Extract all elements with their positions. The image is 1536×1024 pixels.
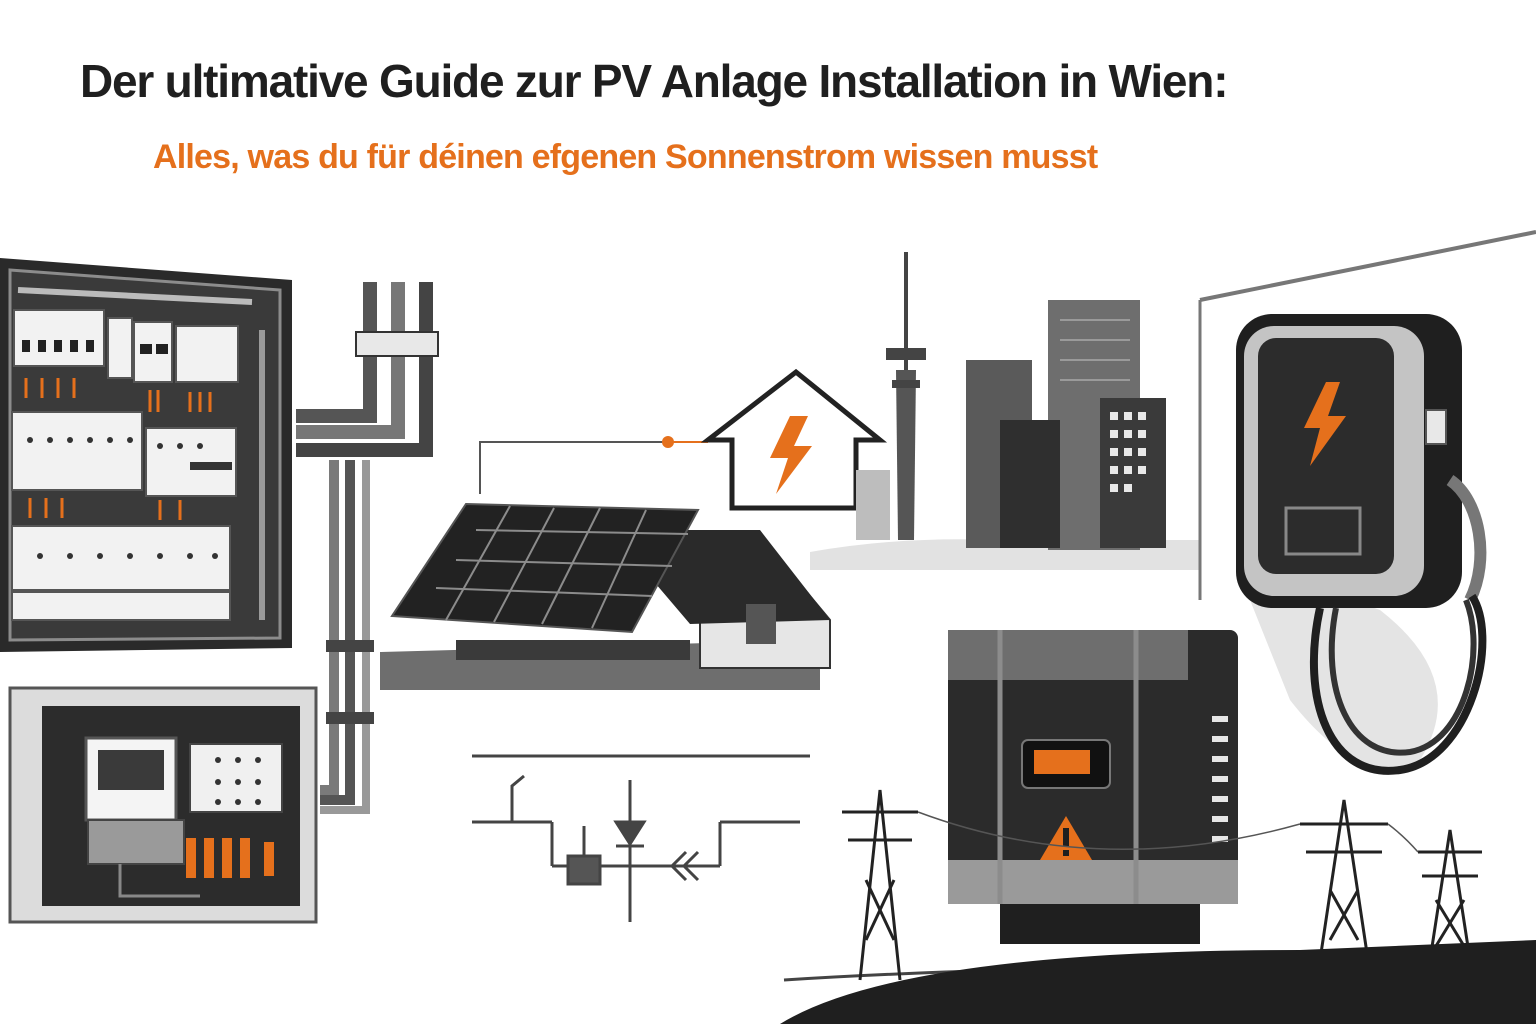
pylon: [1300, 799, 1388, 961]
distribution-board: [0, 258, 292, 652]
pylon: [1418, 829, 1482, 961]
ground: [780, 940, 1536, 1024]
house-lightning: [700, 368, 888, 511]
page-subtitle: Alles, was du für déinen efgenen Sonnens…: [153, 138, 1098, 176]
lightning-icon: [770, 416, 812, 494]
breaker-row: [13, 309, 239, 383]
lightning-icon: [1304, 382, 1346, 466]
page-title: Der ultimative Guide zur PV Anlage Insta…: [80, 55, 1229, 107]
city-skyline: [810, 252, 1200, 570]
conduit-pipes: [296, 282, 439, 814]
meter-box: [8, 686, 318, 924]
pylon: [842, 789, 918, 981]
ev-charger: [1198, 230, 1536, 775]
solar-house: [380, 436, 831, 690]
circuit-schematic: [472, 754, 810, 922]
inverter: [948, 630, 1238, 944]
solar-panel: [390, 502, 700, 634]
warning-icon: [1040, 816, 1092, 860]
